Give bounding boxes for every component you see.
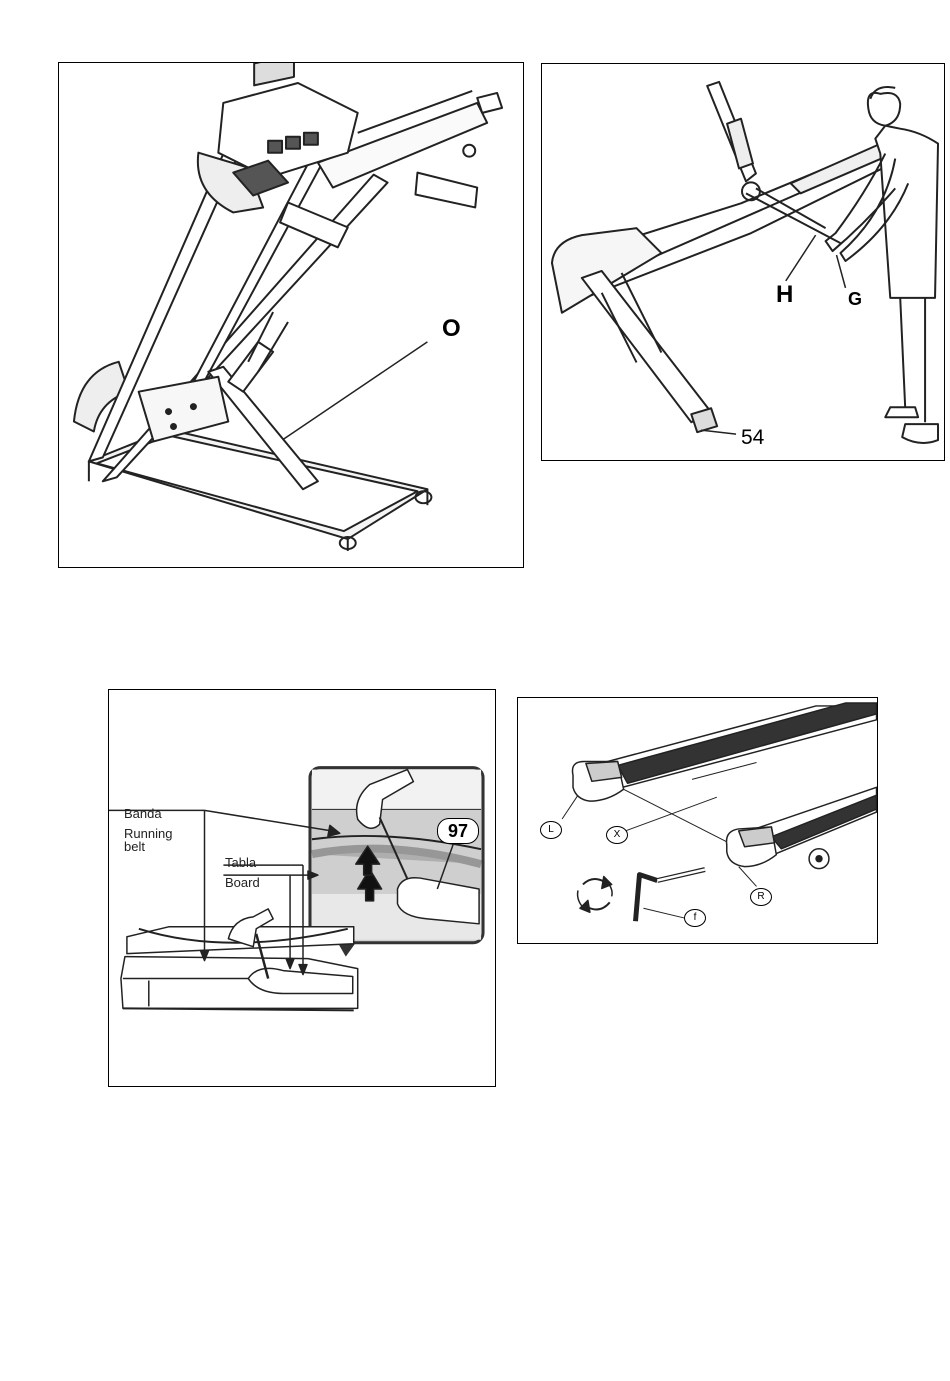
belt-board-drawing xyxy=(109,690,495,1086)
label-g: G xyxy=(848,289,862,310)
figure-belt-board: Banda Running belt Tabla Board 97 xyxy=(108,689,496,1087)
figure-belt-adjustment: L X R f xyxy=(517,697,878,944)
label-o: O xyxy=(442,315,461,343)
folding-treadmill-drawing xyxy=(542,64,944,460)
label-f: f xyxy=(684,909,706,927)
figure-folded-treadmill: O xyxy=(58,62,524,568)
label-x: X xyxy=(606,826,628,844)
label-part-97: 97 xyxy=(437,818,479,844)
label-board: Board xyxy=(225,876,260,889)
label-r: R xyxy=(750,888,772,906)
label-h: H xyxy=(776,281,793,309)
label-tabla: Tabla xyxy=(225,856,256,869)
belt-adjustment-drawing xyxy=(518,698,877,943)
label-banda: Banda xyxy=(124,807,162,820)
label-54: 54 xyxy=(741,426,764,450)
label-belt: belt xyxy=(124,840,145,853)
label-l: L xyxy=(540,821,562,839)
figure-folding-treadmill: H G 54 xyxy=(541,63,945,461)
